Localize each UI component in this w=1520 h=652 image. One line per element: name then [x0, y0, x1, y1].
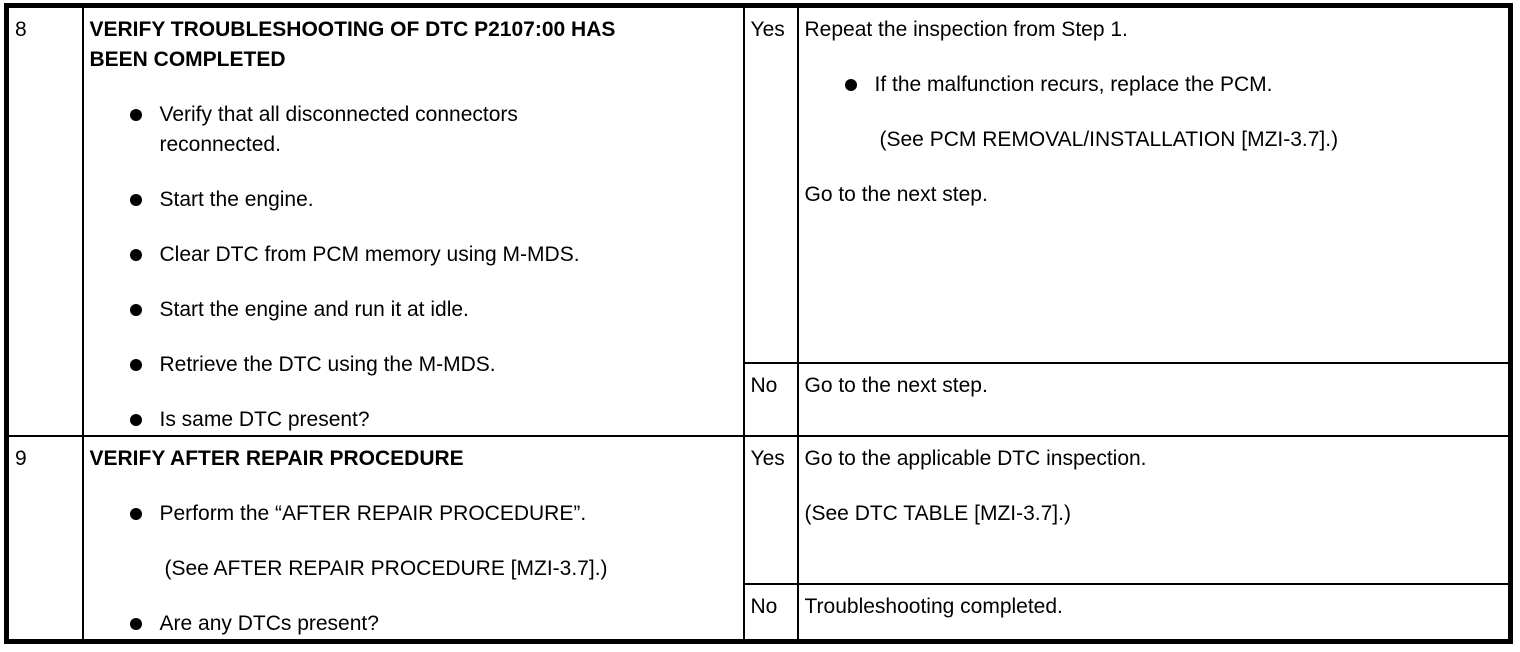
step-9-no-row: No Troubleshooting completed. [7, 582, 1512, 643]
bullet-icon [129, 618, 142, 630]
bullet-item: Start the engine. [90, 185, 737, 215]
bullet-text: Verify that all disconnected connectors … [159, 103, 518, 156]
action-line: Go to the applicable DTC inspection. [804, 447, 1147, 470]
yes-label: Yes [750, 447, 785, 470]
yes-label: Yes [750, 18, 785, 41]
bullet-icon [129, 249, 142, 261]
bullet-icon [129, 304, 142, 316]
step-9-no-label-cell: No [742, 582, 799, 643]
bullet-icon [129, 359, 142, 371]
action-line: Troubleshooting completed. [804, 594, 1063, 618]
action-line: Go to the next step. [804, 183, 988, 206]
bullet-item: Clear DTC from PCM memory using M-MDS. [90, 240, 737, 270]
step-8-no-action-cell: Go to the next step. [796, 362, 1512, 437]
action-line: Go to the next step. [804, 374, 988, 398]
step-8-no-row: No Go to the next step. [7, 362, 1512, 437]
bullet-text: Start the engine. [159, 188, 314, 211]
bullet-text: If the malfunction recurs, replace the P… [874, 73, 1273, 96]
bullet-item: Retrieve the DTC using the M-MDS. [90, 350, 737, 380]
step-9-yes-label-cell: Yes [742, 435, 799, 585]
bullet-text: Perform the “AFTER REPAIR PROCEDURE”. [159, 502, 587, 525]
step-number: 9 [15, 447, 27, 470]
bullet-text: Start the engine and run it at idle. [159, 298, 469, 321]
bullet-icon [129, 194, 142, 206]
bullet-item: Verify that all disconnected connectors … [90, 100, 737, 160]
bullet-text: Retrieve the DTC using the M-MDS. [159, 353, 496, 376]
step-8-yes-action-cell: Repeat the inspection from Step 1. If th… [796, 4, 1512, 365]
step-9-number-cell: 9 [5, 435, 84, 643]
see-reference: (See PCM REMOVAL/INSTALLATION [MZI-3.7].… [879, 128, 1339, 151]
step-8-yes-label-cell: Yes [742, 4, 799, 365]
bullet-text: Clear DTC from PCM memory using M-MDS. [159, 243, 580, 266]
step-8-yes-row: 8 VERIFY TROUBLESHOOTING OF DTC P2107:00… [5, 4, 1512, 437]
bullet-item: If the malfunction recurs, replace the P… [805, 70, 1503, 100]
see-reference: (See DTC TABLE [MZI-3.7].) [804, 502, 1071, 525]
step-9-inspection-cell: VERIFY AFTER REPAIR PROCEDURE Perform th… [81, 435, 745, 643]
step-9-no-action-cell: Troubleshooting completed. [796, 582, 1512, 643]
bullet-item: Perform the “AFTER REPAIR PROCEDURE”. [90, 499, 737, 529]
bullet-icon [844, 79, 857, 91]
bullet-icon [129, 414, 142, 426]
step-8-number-cell: 8 [5, 4, 84, 437]
bullet-icon [129, 109, 142, 121]
bullet-item: Is same DTC present? [90, 405, 737, 434]
bullet-text: Are any DTCs present? [159, 612, 379, 635]
bullet-item: Are any DTCs present? [90, 609, 737, 639]
bullet-text: Is same DTC present? [159, 408, 370, 431]
step-8-title: VERIFY TROUBLESHOOTING OF DTC P2107:00 H… [89, 18, 616, 71]
bullet-icon [129, 508, 142, 520]
action-line: Repeat the inspection from Step 1. [804, 18, 1128, 41]
step-number: 8 [15, 18, 27, 41]
no-label: No [750, 594, 778, 618]
see-reference: (See AFTER REPAIR PROCEDURE [MZI-3.7].) [164, 557, 608, 580]
troubleshooting-table: 8 VERIFY TROUBLESHOOTING OF DTC P2107:00… [4, 3, 1513, 644]
step-9-title: VERIFY AFTER REPAIR PROCEDURE [89, 447, 464, 470]
no-label: No [750, 374, 778, 398]
step-8-inspection-cell: VERIFY TROUBLESHOOTING OF DTC P2107:00 H… [81, 4, 745, 437]
bullet-item: Start the engine and run it at idle. [90, 295, 737, 325]
step-8-no-label-cell: No [742, 362, 799, 437]
step-9-yes-action-cell: Go to the applicable DTC inspection. (Se… [796, 435, 1512, 585]
step-9-yes-row: 9 VERIFY AFTER REPAIR PROCEDURE Perform … [5, 435, 1512, 643]
